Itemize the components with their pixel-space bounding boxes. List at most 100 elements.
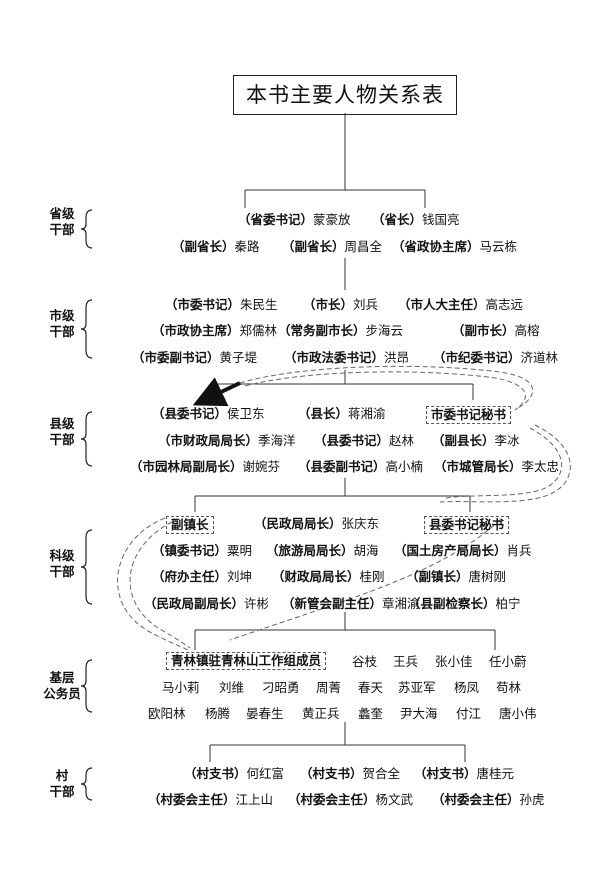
- role-title: （市长）: [303, 297, 354, 312]
- role-title: （新管会副主任）: [282, 596, 383, 611]
- person-name: 马小莉: [162, 680, 200, 695]
- tier-label-line: 干部: [49, 324, 75, 339]
- person-name: 孙虎: [519, 792, 545, 807]
- person-entry: （民政局局长）张庆东: [254, 516, 379, 532]
- role-title: （市政法委书记）: [284, 350, 385, 365]
- person-entry: （村委会主任）江上山: [148, 792, 273, 808]
- brace: [80, 659, 93, 713]
- role-title: （省政协主席）: [392, 239, 480, 254]
- person-name: 桂刚: [359, 569, 385, 584]
- brace: [80, 529, 93, 605]
- person-name: 洪昂: [384, 350, 410, 365]
- person-entry: （副省长）秦路: [172, 239, 260, 255]
- person-entry: （村委会主任）孙虎: [432, 792, 545, 808]
- role-title: （村支书）: [300, 766, 363, 781]
- role-box: 副镇长: [166, 516, 214, 534]
- person-name: 高志远: [485, 297, 524, 312]
- person-name: 粟明: [227, 543, 253, 558]
- role-title: （财政局局长）: [272, 569, 360, 584]
- person-name: 尹大海: [400, 706, 438, 721]
- person-name: 赵林: [389, 433, 415, 448]
- tier-label-line: 县级: [49, 416, 75, 431]
- person-entry: （县副检察长）柏宁: [408, 596, 521, 612]
- person-name: 张小佳: [435, 654, 473, 669]
- tier-label-line: 省级: [49, 206, 75, 221]
- person-name: 谷枝: [352, 654, 378, 669]
- person-name: 张庆东: [341, 516, 380, 531]
- role-title: （村委会主任）: [288, 792, 376, 807]
- person-name: 付江: [456, 706, 482, 721]
- person-name: 秦路: [234, 239, 260, 254]
- page-title: 本书主要人物关系表: [233, 75, 457, 115]
- role-title: （县长）: [298, 406, 349, 421]
- brace: [80, 299, 93, 359]
- tier-label: 省级干部: [40, 206, 84, 238]
- person-name: 柏宁: [495, 596, 521, 611]
- person-name: 蒙豪放: [313, 212, 351, 227]
- person-entry: （市财政局局长）季海洋: [158, 433, 296, 449]
- person-name: 刁昭勇: [262, 680, 300, 695]
- person-entry: （市城管局长）李太忠: [434, 459, 559, 475]
- person-entry: （村支书）何红富: [184, 766, 284, 782]
- person-name: 唐桂元: [476, 766, 515, 781]
- role-title: （国土房产局局长）: [394, 543, 507, 558]
- role-title: （副省长）: [282, 239, 345, 254]
- role-title: （旅游局局长）: [266, 543, 354, 558]
- person-name: 春天: [358, 680, 384, 695]
- tier-label-line: 公务员: [43, 686, 81, 701]
- person-entry: （省长）钱国亮: [372, 212, 460, 228]
- person-entry: （市委副书记）黄子堤: [132, 350, 257, 366]
- person-entry: （村支书）唐桂元: [414, 766, 514, 782]
- role-title: （市人大主任）: [398, 297, 486, 312]
- role-title: （副镇长）: [406, 569, 469, 584]
- role-title: （镇委书记）: [152, 543, 228, 558]
- person-name: 马云栋: [479, 239, 518, 254]
- role-title: （市城管局长）: [434, 459, 522, 474]
- person-name: 钱国亮: [422, 212, 460, 227]
- person-name: 苏亚军: [398, 680, 436, 695]
- person-name: 刘兵: [353, 297, 379, 312]
- person-entry: （市园林局副局长）谢婉芬: [130, 459, 280, 475]
- person-name: 高小楠: [385, 459, 424, 474]
- tier-label-line: 基层: [49, 670, 75, 685]
- person-name: 步海云: [365, 323, 404, 338]
- role-title: （副省长）: [172, 239, 235, 254]
- person-name: 刘坤: [227, 569, 253, 584]
- person-name: 周菁: [316, 680, 342, 695]
- role-title: （常务副市长）: [278, 323, 366, 338]
- person-name: 王兵: [393, 654, 419, 669]
- role-title: （村委会主任）: [148, 792, 236, 807]
- role-title: （市政协主席）: [152, 323, 240, 338]
- tier-label: 市级干部: [40, 308, 84, 340]
- person-name: 胡海: [353, 543, 379, 558]
- person-name: 肖兵: [506, 543, 532, 558]
- role-title: （市委书记）: [165, 297, 241, 312]
- person-name: 杨凤: [454, 680, 480, 695]
- role-title: （县委书记）: [152, 406, 228, 421]
- person-name: 蒋湘渝: [348, 406, 386, 421]
- person-name: 杨腾: [205, 706, 231, 721]
- person-entry: （县长）蒋湘渝: [298, 406, 386, 422]
- person-entry: （县委书记）赵林: [314, 433, 414, 449]
- role-title: （府办主任）: [152, 569, 228, 584]
- tier-label-line: 干部: [49, 784, 75, 799]
- role-title: （市园林局副局长）: [130, 459, 243, 474]
- role-title: （市委副书记）: [132, 350, 220, 365]
- role-title: （省长）: [372, 212, 423, 227]
- person-entry: （常务副市长）步海云: [278, 323, 403, 339]
- person-entry: （省委书记）蒙豪放: [238, 212, 351, 228]
- role-title: （民政局局长）: [254, 516, 342, 531]
- person-entry: （省政协主席）马云栋: [392, 239, 517, 255]
- person-entry: （村支书）贺合全: [300, 766, 400, 782]
- person-name: 何红富: [246, 766, 285, 781]
- person-name: 李太忠: [521, 459, 560, 474]
- tier-label-line: 干部: [49, 222, 75, 237]
- person-entry: （市长）刘兵: [303, 297, 378, 313]
- role-title: （副市长）: [452, 323, 515, 338]
- person-name: 蠡奎: [358, 706, 384, 721]
- person-entry: （财政局局长）桂刚: [272, 569, 385, 585]
- person-entry: （市政协主席）郑儒林: [152, 323, 277, 339]
- tier-label-line: 干部: [49, 432, 75, 447]
- brace: [80, 411, 93, 467]
- role-title: （县委副书记）: [298, 459, 386, 474]
